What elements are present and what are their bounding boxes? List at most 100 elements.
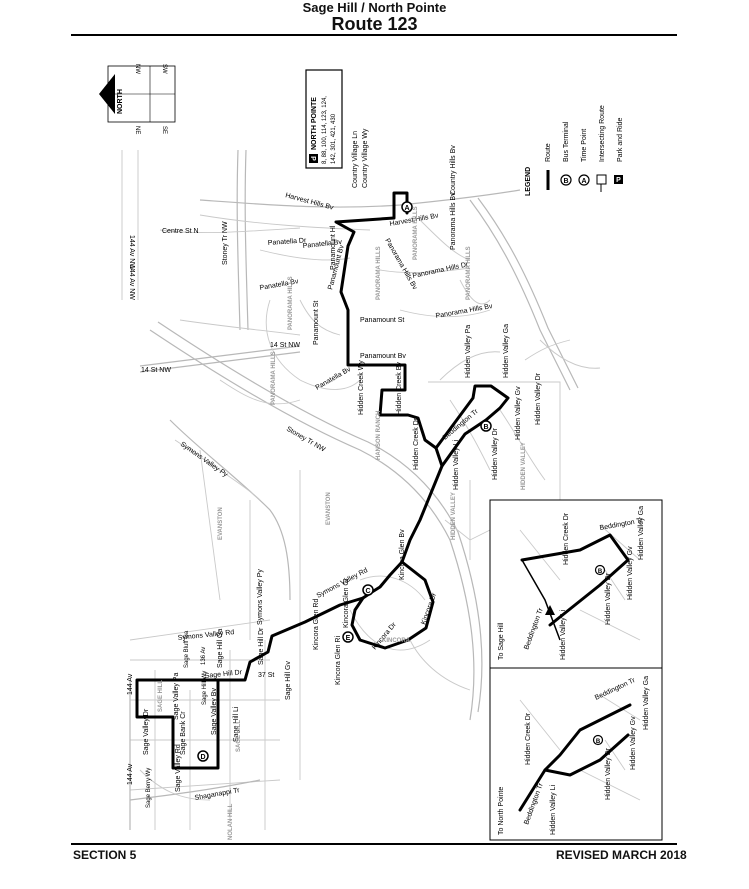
- svg-text:Sage Hill Dr: Sage Hill Dr: [204, 669, 243, 680]
- svg-text:Hidden Valley Dr: Hidden Valley Dr: [605, 572, 612, 625]
- terminal-info-box: P NORTH POINTE 8, 88, 100, 114, 123, 124…: [305, 69, 343, 169]
- svg-text:Country Village Wy: Country Village Wy: [362, 128, 369, 188]
- route-line: [135, 191, 510, 770]
- svg-text:Sage Hill Gv: Sage Hill Gv: [285, 661, 292, 700]
- svg-text:Stoney Tr NW: Stoney Tr NW: [222, 221, 229, 265]
- svg-text:144 Av: 144 Av: [127, 673, 134, 695]
- svg-text:To North Pointe: To North Pointe: [498, 787, 505, 835]
- svg-text:EVANSTON: EVANSTON: [218, 507, 224, 540]
- svg-text:Time Point: Time Point: [581, 129, 588, 162]
- svg-text:14 St NW: 14 St NW: [141, 367, 171, 374]
- svg-text:Panamount St: Panamount St: [360, 317, 404, 324]
- svg-text:Symons Valley Py: Symons Valley Py: [179, 441, 229, 479]
- svg-text:PANORAMA HILLS: PANORAMA HILLS: [271, 351, 277, 405]
- compass-north: NORTH: [117, 89, 124, 114]
- svg-text:A: A: [581, 178, 586, 185]
- svg-text:Hidden Valley Gv: Hidden Valley Gv: [627, 546, 634, 600]
- svg-text:B: B: [563, 178, 568, 185]
- svg-text:Sage Valley Dr: Sage Valley Dr: [143, 708, 150, 755]
- time-point-d[interactable]: D: [197, 750, 209, 762]
- svg-text:Hidden Valley Dr: Hidden Valley Dr: [492, 427, 499, 480]
- compass: NORTH NW NE SW SE: [99, 64, 176, 134]
- svg-text:144 Av NW: 144 Av NW: [128, 235, 135, 270]
- svg-text:Hidden Creek Dr: Hidden Creek Dr: [525, 712, 532, 765]
- svg-text:KINCORA: KINCORA: [382, 638, 411, 644]
- svg-text:PANORAMA HILLS: PANORAMA HILLS: [288, 276, 294, 330]
- svg-text:E: E: [346, 635, 351, 642]
- page-subtitle: Sage Hill / North Pointe: [302, 0, 447, 15]
- svg-text:Panorama Hills Bv: Panorama Hills Bv: [450, 192, 457, 250]
- svg-text:Harvest Hills Bv: Harvest Hills Bv: [284, 192, 334, 212]
- time-point-e[interactable]: E: [342, 631, 354, 643]
- svg-text:Sage Hill Li: Sage Hill Li: [233, 706, 240, 742]
- svg-text:Stoney Tr NW: Stoney Tr NW: [285, 426, 327, 454]
- svg-text:HIDDEN VALLEY: HIDDEN VALLEY: [521, 442, 527, 490]
- svg-text:Panamount Bv: Panamount Bv: [360, 353, 406, 360]
- svg-text:Panorama Hills Dr: Panorama Hills Dr: [412, 261, 470, 280]
- svg-text:B: B: [483, 424, 488, 431]
- legend: LEGEND Route B Bus Terminal A Time Point…: [525, 105, 624, 196]
- svg-text:Hidden Creek Dr: Hidden Creek Dr: [413, 417, 420, 470]
- svg-text:Hidden Creek Dr: Hidden Creek Dr: [563, 512, 570, 565]
- svg-text:Park and Ride: Park and Ride: [617, 118, 624, 162]
- svg-text:SAGE HILL: SAGE HILL: [236, 720, 242, 752]
- svg-text:NOLAN HILL: NOLAN HILL: [228, 803, 234, 840]
- svg-text:Hidden Valley Li: Hidden Valley Li: [550, 784, 557, 835]
- svg-text:EVANSTON: EVANSTON: [326, 492, 332, 525]
- svg-text:Sage Valley Bv: Sage Valley Bv: [211, 688, 218, 735]
- svg-text:Sage Hill Wy: Sage Hill Wy: [202, 671, 208, 705]
- time-point-a[interactable]: A: [401, 201, 413, 213]
- page-title: Route 123: [331, 14, 418, 34]
- svg-text:Sage Bank Cr: Sage Bank Cr: [180, 711, 187, 755]
- svg-text:Hidden Valley Gv: Hidden Valley Gv: [630, 716, 637, 770]
- svg-text:P: P: [309, 156, 316, 161]
- legend-park-ride-icon: [614, 175, 623, 184]
- svg-text:142, 301, 421, 430: 142, 301, 421, 430: [331, 113, 337, 164]
- footer-revised: REVISED MARCH 2018: [556, 848, 687, 862]
- svg-text:Panamount St: Panamount St: [313, 301, 320, 345]
- footer-rule: [71, 843, 677, 845]
- svg-text:B: B: [596, 739, 601, 745]
- svg-text:Bus Terminal: Bus Terminal: [563, 121, 570, 162]
- svg-text:Sage Bluff Ga: Sage Bluff Ga: [184, 630, 190, 668]
- time-point-c[interactable]: C: [362, 584, 374, 596]
- svg-text:Country Hills Bv: Country Hills Bv: [450, 145, 457, 195]
- svg-text:SE: SE: [161, 126, 167, 134]
- svg-text:D: D: [200, 754, 205, 761]
- svg-text:NW: NW: [134, 64, 140, 74]
- svg-text:Hidden Valley Ga: Hidden Valley Ga: [643, 676, 650, 730]
- legend-timepoint-icon: [578, 174, 590, 186]
- svg-text:Intersecting Route: Intersecting Route: [599, 105, 606, 162]
- svg-text:Hidden Valley Gv: Hidden Valley Gv: [515, 386, 522, 440]
- inset-to-sage-hill: B To Sage Hill Beddington Tr Beddington …: [489, 499, 663, 669]
- svg-text:Hidden Creek Wy: Hidden Creek Wy: [358, 360, 365, 415]
- svg-text:Hidden Valley Li: Hidden Valley Li: [453, 439, 460, 490]
- svg-text:P: P: [616, 177, 621, 184]
- svg-text:Country Village Ln: Country Village Ln: [352, 131, 359, 188]
- svg-text:PANORAMA HILLS: PANORAMA HILLS: [413, 206, 419, 260]
- svg-text:Kincora Glen Gr: Kincora Glen Gr: [343, 577, 350, 628]
- legend-title: LEGEND: [525, 167, 532, 196]
- svg-text:Panamount Hl: Panamount Hl: [330, 225, 337, 270]
- svg-text:Kincora Glen Rd: Kincora Glen Rd: [313, 599, 320, 650]
- svg-text:Hidden Valley Dr: Hidden Valley Dr: [535, 372, 542, 425]
- legend-terminal-icon: [560, 174, 572, 186]
- time-point-b[interactable]: B: [480, 420, 492, 432]
- svg-text:Hidden Creek Bv: Hidden Creek Bv: [396, 362, 403, 415]
- svg-text:8, 88, 100, 114, 123, 124,: 8, 88, 100, 114, 123, 124,: [322, 96, 328, 164]
- svg-text:14 St NW: 14 St NW: [270, 342, 300, 349]
- svg-text:Panatella Bv: Panatella Bv: [302, 239, 342, 250]
- svg-text:PANORAMA HILLS: PANORAMA HILLS: [376, 246, 382, 300]
- svg-text:Symons Valley Py: Symons Valley Py: [257, 569, 264, 625]
- svg-text:Hidden Valley Pa: Hidden Valley Pa: [465, 325, 472, 378]
- inset-to-north-pointe: B To North Pointe Beddington Tr Beddingt…: [489, 667, 663, 841]
- svg-text:Hidden Valley Ga: Hidden Valley Ga: [503, 324, 510, 378]
- svg-text:Sage Valley Pa: Sage Valley Pa: [173, 673, 180, 720]
- footer-section: SECTION 5: [73, 848, 137, 862]
- svg-text:Shaganappi Tr: Shaganappi Tr: [194, 787, 241, 802]
- svg-text:A: A: [404, 205, 409, 212]
- svg-text:37 St: 37 St: [258, 672, 274, 679]
- svg-text:144 Av NW: 144 Av NW: [128, 265, 135, 300]
- svg-text:NE: NE: [134, 126, 140, 134]
